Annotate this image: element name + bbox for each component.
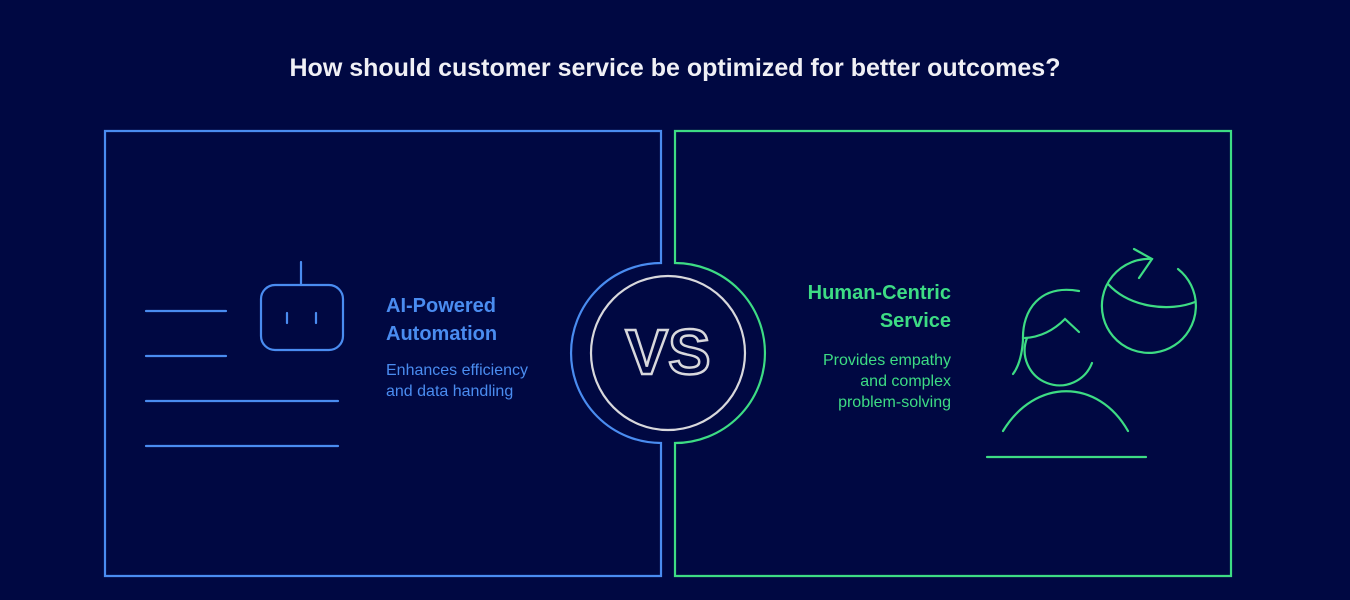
vs-circle — [589, 274, 747, 432]
description-line: and complex — [860, 373, 951, 390]
person-hair-icon — [1011, 288, 1081, 376]
human-centric-description: Provides empathy and complex problem-sol… — [751, 350, 951, 413]
ai-automation-description: Enhances efficiency and data handling — [386, 360, 586, 402]
text-lines-icon — [144, 309, 340, 448]
heading-line: Human-Centric — [807, 282, 951, 304]
description-line: Provides empathy — [822, 352, 951, 369]
person-body-icon — [1001, 390, 1130, 433]
person-globe-icon — [985, 247, 1197, 459]
right-panel-frame — [673, 129, 1233, 578]
robot-icon — [259, 260, 345, 352]
heading-line: Automation — [386, 323, 498, 345]
heading-line: AI-Powered — [386, 295, 497, 317]
person-face-icon — [1023, 336, 1094, 387]
human-centric-heading: Human-Centric Service — [751, 279, 951, 335]
description-line: problem-solving — [838, 394, 951, 411]
globe-icon — [1100, 257, 1197, 354]
page-title: How should customer service be optimized… — [289, 54, 1061, 82]
ai-automation-heading: AI-Powered Automation — [386, 292, 586, 348]
description-line: Enhances efficiency — [386, 362, 529, 379]
left-panel-frame — [103, 129, 663, 578]
vs-label: VS — [624, 315, 712, 390]
heading-line: Service — [879, 310, 951, 332]
description-line: and data handling — [386, 383, 514, 400]
refresh-arrow-icon — [1132, 247, 1154, 280]
